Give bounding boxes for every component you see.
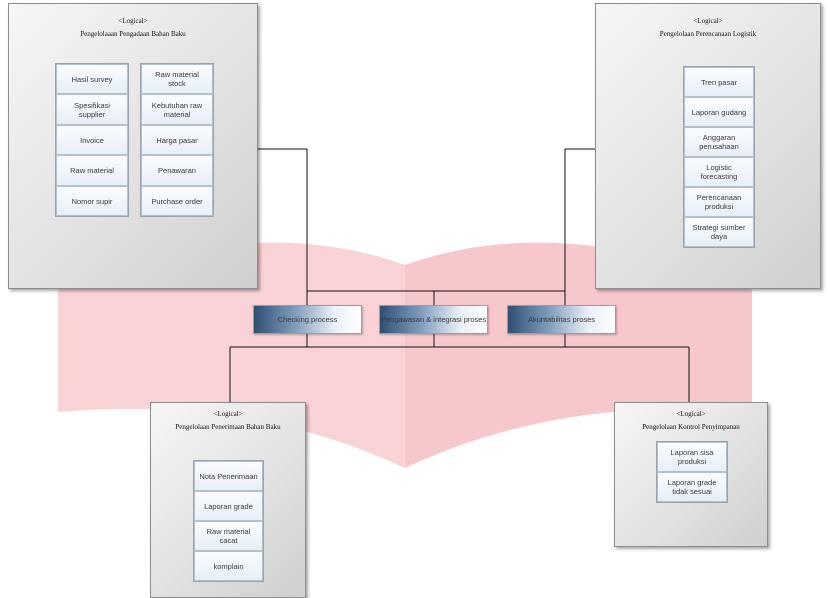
attribute-item: Nomor supir [56, 186, 128, 216]
process-checking: Checking process [253, 305, 362, 334]
attribute-column: Laporan sisa produksi Laporan grade tida… [656, 441, 728, 503]
attribute-item: Invoice [56, 125, 128, 155]
package-title: Pengelolaan Penerimaan Bahan Baku [175, 423, 281, 431]
attribute-item: Logistic forecasting [684, 157, 754, 187]
attribute-item: Anggaran perusahaan [684, 127, 754, 157]
package-stereotype: <Logical> [118, 17, 148, 25]
attribute-item: komplain [194, 551, 263, 581]
package-stereotype: <Logical> [693, 17, 723, 25]
attribute-item: Nota Penerimaan [194, 461, 263, 491]
attribute-item: Kebutuhan raw material [141, 94, 213, 125]
package-kontrol-penyimpanan: <Logical> Pengelolaan Kontrol Penyimpana… [614, 402, 768, 547]
attribute-item: Tren pasar [684, 67, 754, 97]
attribute-item: Raw material stock [141, 64, 213, 94]
attribute-item: Laporan gudang [684, 97, 754, 127]
connector-top-right [564, 148, 595, 291]
process-pengawasan-integrasi: Pengawasan & integrasi proses [379, 305, 488, 334]
connector-top-left [258, 148, 308, 291]
attribute-item: Perencanaan produksi [684, 187, 754, 217]
attribute-item: Laporan sisa produksi [657, 442, 727, 472]
process-akuntabilitas: Akuntabilitas proses [507, 305, 616, 334]
attribute-item: Strategi sumber daya [684, 217, 754, 247]
watermark-right-page [405, 242, 752, 468]
attribute-item: Raw material [56, 155, 128, 186]
attribute-item: Penawaran [141, 155, 213, 186]
attribute-column: Raw material stock Kebutuhan raw materia… [140, 63, 214, 217]
package-perencanaan-logistik: <Logical> Pengelolaan Perencanaan Logist… [595, 3, 821, 289]
attribute-item: Laporan grade tidak sesuai [657, 472, 727, 502]
attribute-column: Nota Penerimaan Laporan grade Raw materi… [193, 460, 264, 582]
package-title: Pengelolaaan Pengadaan Bahan Baku [80, 30, 186, 38]
attribute-column: Tren pasar Laporan gudang Anggaran perus… [683, 66, 755, 248]
watermark-left-page [58, 242, 405, 468]
attribute-item: Hasil survey [56, 64, 128, 94]
package-title: Pengelolaan Kontrol Penyimpanan [642, 423, 740, 431]
attribute-item: Spesifikasi supplier [56, 94, 128, 125]
attribute-item: Laporan grade [194, 491, 263, 521]
attribute-item: Harga pasar [141, 125, 213, 155]
package-title: Pengelolaan Perencanaan Logistik [659, 30, 757, 38]
attribute-item: Raw material cacat [194, 521, 263, 551]
package-penerimaan-bahan-baku: <Logical> Pengelolaan Penerimaan Bahan B… [150, 402, 306, 598]
package-stereotype: <Logical> [676, 410, 706, 418]
attribute-column: Hasil survey Spesifikasi supplier Invoic… [55, 63, 129, 217]
package-stereotype: <Logical> [213, 410, 243, 418]
package-pengadaan-bahan-baku: <Logical> Pengelolaaan Pengadaan Bahan B… [8, 3, 258, 289]
attribute-item: Purchase order [141, 186, 213, 216]
